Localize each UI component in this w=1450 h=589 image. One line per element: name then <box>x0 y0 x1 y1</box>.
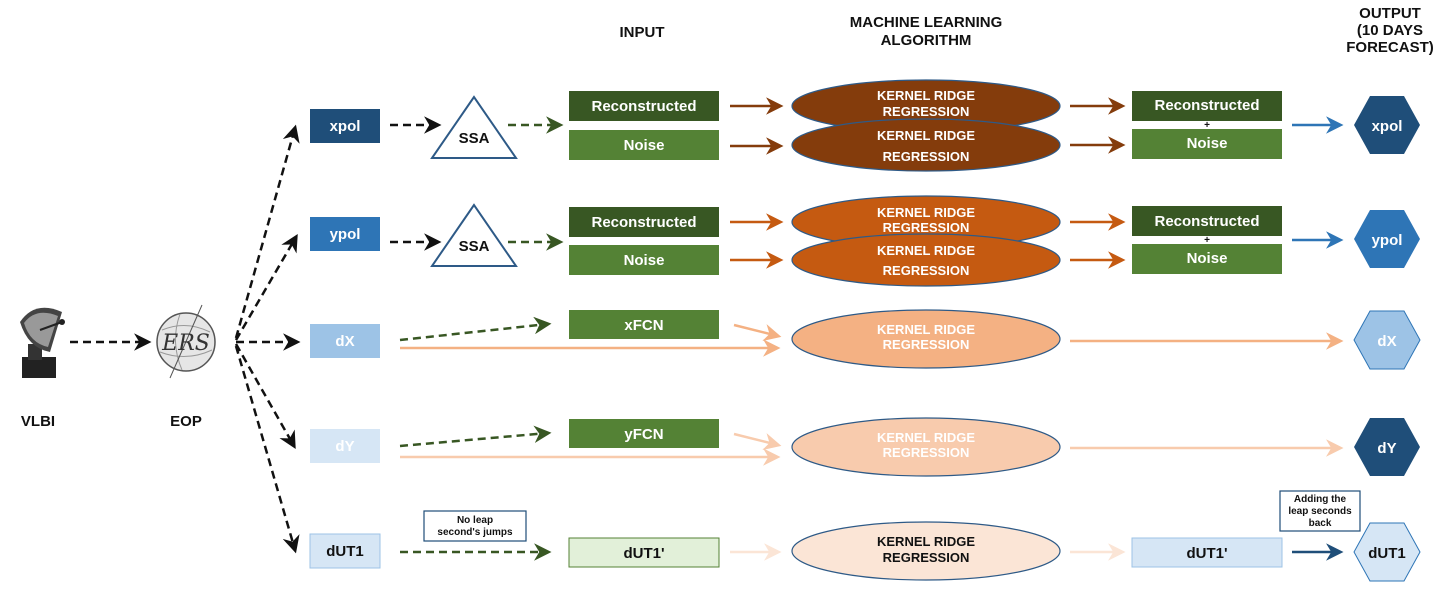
combine-noise-xpol-label: Noise <box>1187 135 1228 152</box>
input-reconstructed-xpol <box>569 91 719 121</box>
krr-ellipse-dut1 <box>791 521 1061 581</box>
header-input: INPUT <box>620 24 665 41</box>
krr-ellipse-dy <box>791 417 1061 477</box>
krr-ypol-noise-line1: KERNEL RIDGE <box>877 243 975 258</box>
combine-dut1p <box>1131 537 1283 568</box>
output-hex-dx <box>1353 310 1421 370</box>
krr-ypol-noise-line2: REGRESSION <box>883 263 970 278</box>
ssa-triangle-xpol <box>430 95 518 159</box>
arrow-dy-yfcn <box>399 425 552 448</box>
input-dut1p-label: dUT1' <box>623 545 664 562</box>
param-label-dut1: dUT1 <box>326 543 364 560</box>
param-label-dy: dY <box>335 438 354 455</box>
krr-dut1-line1: KERNEL RIDGE <box>877 534 975 549</box>
note-add-leap-line3: back <box>1309 518 1332 529</box>
krr-dy-line1: KERNEL RIDGE <box>877 430 975 445</box>
input-noise-xpol-label: Noise <box>624 137 665 154</box>
eop-label: EOP <box>170 413 202 430</box>
note-add-leap-line1: Adding the <box>1294 494 1347 505</box>
krr-ellipse-dx <box>791 309 1061 369</box>
eop-fanout-arrows <box>234 124 301 554</box>
param-label-ypol: ypol <box>330 226 361 243</box>
krr-ypol-rec-line2: REGRESSION <box>883 220 970 235</box>
krr-xpol-noise-line1: KERNEL RIDGE <box>877 128 975 143</box>
input-xfcn-label: xFCN <box>624 317 663 334</box>
note-add-leap <box>1279 490 1361 532</box>
radio-telescope-icon <box>20 307 65 378</box>
input-reconstructed-ypol <box>569 207 719 237</box>
krr-ellipse-xpol-noise <box>791 118 1061 172</box>
krr-dy-line2: REGRESSION <box>883 445 970 460</box>
output-label-ypol: ypol <box>1372 232 1403 249</box>
combine-noise-ypol <box>1132 244 1282 274</box>
param-box-dx <box>310 324 380 358</box>
note-add-leap-line2: leap seconds <box>1288 506 1352 517</box>
output-hex-dut1 <box>1353 522 1421 582</box>
output-label-dut1: dUT1 <box>1368 545 1406 562</box>
arrow-dx-xfcn <box>399 316 552 342</box>
ssa-label-xpol: SSA <box>459 130 490 147</box>
header-ml-line2: ALGORITHM <box>881 32 972 49</box>
param-box-dut1 <box>309 533 381 569</box>
param-label-dx: dX <box>335 333 354 350</box>
input-reconstructed-ypol-label: Reconstructed <box>591 214 696 231</box>
krr-xpol-rec-line1: KERNEL RIDGE <box>877 88 975 103</box>
header-ml-line1: MACHINE LEARNING <box>850 14 1003 31</box>
header-output-line2: (10 DAYS <box>1357 22 1423 39</box>
header-output-line3: FORECAST) <box>1346 39 1434 56</box>
krr-dx-line1: KERNEL RIDGE <box>877 322 975 337</box>
input-yfcn-label: yFCN <box>624 426 663 443</box>
input-noise-ypol-label: Noise <box>624 252 665 269</box>
output-label-xpol: xpol <box>1372 118 1403 135</box>
krr-ellipse-ypol-noise <box>791 233 1061 287</box>
combine-reconstructed-ypol <box>1132 206 1282 236</box>
note-no-leap <box>423 510 527 542</box>
krr-xpol-rec-line2: REGRESSION <box>883 104 970 119</box>
output-hex-dy <box>1354 418 1420 476</box>
header-output-line1: OUTPUT <box>1359 5 1421 22</box>
param-label-xpol: xpol <box>330 118 361 135</box>
input-yfcn <box>569 419 719 448</box>
arrow-yfcn-krr <box>733 432 782 451</box>
combine-dut1p-label: dUT1' <box>1186 545 1227 562</box>
combine-noise-ypol-label: Noise <box>1187 250 1228 267</box>
output-label-dy: dY <box>1377 440 1396 457</box>
input-xfcn <box>569 310 719 339</box>
combine-plus-xpol: + <box>1204 120 1210 131</box>
note-no-leap-line1: No leap <box>457 515 493 526</box>
input-reconstructed-xpol-label: Reconstructed <box>591 98 696 115</box>
param-box-dy <box>310 429 380 463</box>
krr-dut1-line2: REGRESSION <box>883 550 970 565</box>
krr-ypol-rec-line1: KERNEL RIDGE <box>877 205 975 220</box>
krr-dx-line2: REGRESSION <box>883 337 970 352</box>
input-noise-xpol <box>569 130 719 160</box>
output-hex-ypol <box>1354 210 1420 268</box>
param-box-ypol <box>310 217 380 251</box>
input-dut1p <box>568 537 720 568</box>
output-hex-xpol <box>1354 96 1420 154</box>
ssa-triangle-ypol <box>430 203 518 267</box>
eop-logo-text: ERS <box>161 331 210 356</box>
combine-reconstructed-xpol-label: Reconstructed <box>1154 97 1259 114</box>
note-no-leap-line2: second's jumps <box>437 527 513 538</box>
ssa-label-ypol: SSA <box>459 238 490 255</box>
combine-plus-ypol: + <box>1204 235 1210 246</box>
output-label-dx: dX <box>1377 333 1396 350</box>
combine-noise-xpol <box>1132 129 1282 159</box>
krr-xpol-noise-line2: REGRESSION <box>883 149 970 164</box>
vlbi-label: VLBI <box>21 413 55 430</box>
input-noise-ypol <box>569 245 719 275</box>
param-box-xpol <box>310 109 380 143</box>
eop-globe-icon: ERS <box>156 304 216 379</box>
arrow-xfcn-krr <box>733 323 782 342</box>
combine-reconstructed-ypol-label: Reconstructed <box>1154 213 1259 230</box>
combine-reconstructed-xpol <box>1132 91 1282 121</box>
